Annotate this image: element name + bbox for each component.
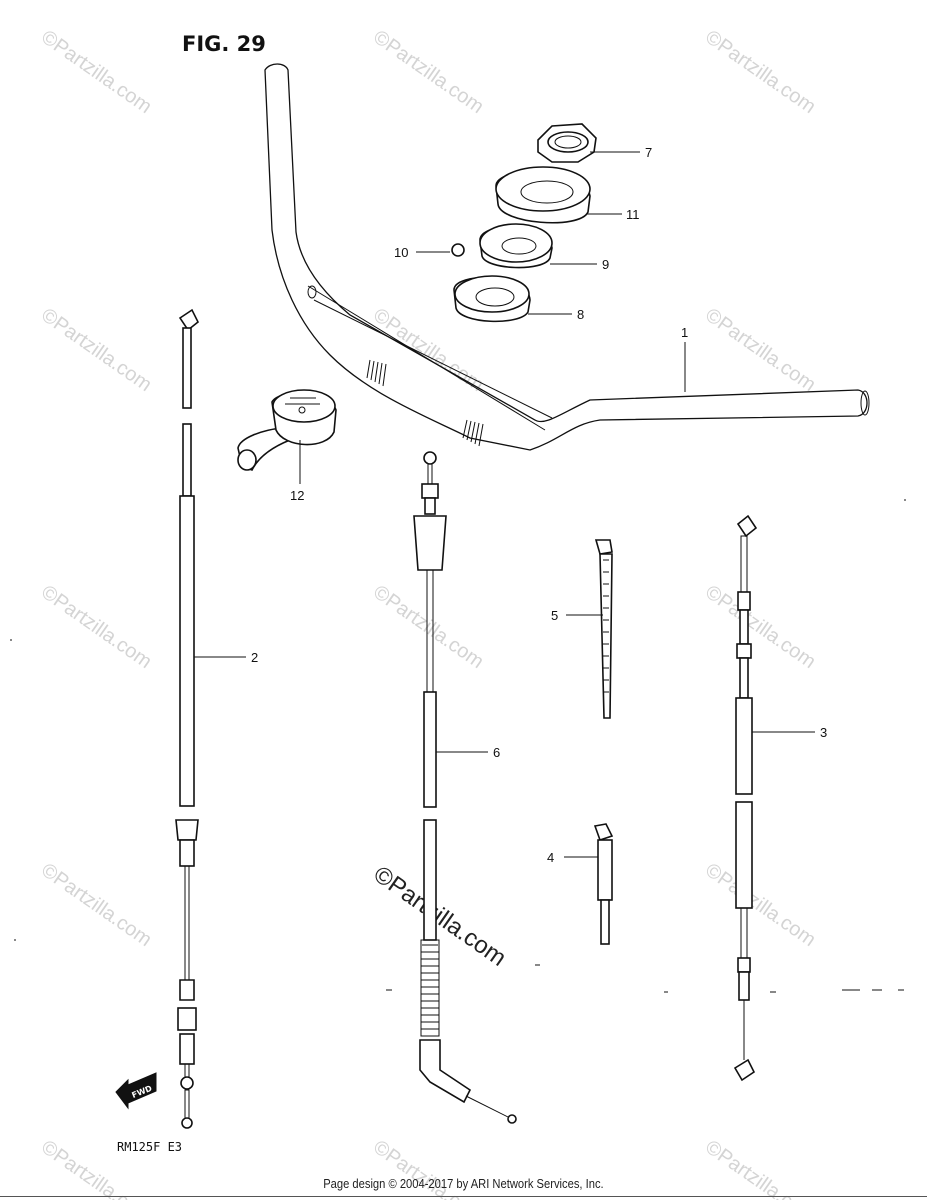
watermark-text: ©Partzilla.com [369, 26, 487, 118]
part-7-nut[interactable] [537, 123, 597, 163]
watermark-layer: ©Partzilla.com ©Partzilla.com ©Partzilla… [37, 26, 819, 1200]
figure-title: FIG. 29 [182, 32, 266, 56]
part-1-handlebar[interactable] [264, 63, 870, 451]
callouts: 1 2 3 4 5 6 7 8 9 10 11 12 [194, 145, 827, 865]
callout-7: 7 [645, 145, 652, 160]
part-3-cable[interactable] [733, 514, 758, 1082]
callout-8: 8 [577, 307, 584, 322]
watermark-text: ©Partzilla.com [37, 581, 155, 673]
callout-2: 2 [251, 650, 258, 665]
watermark-text: ©Partzilla.com [369, 581, 487, 673]
part-12-meter[interactable] [237, 389, 337, 472]
page-footer: Page design © 2004-2017 by ARI Network S… [323, 1176, 604, 1191]
part-9-washer[interactable] [479, 223, 553, 269]
fwd-arrow: FWD [115, 1072, 157, 1110]
watermark-text: ©Partzilla.com [701, 26, 819, 118]
part-10-ball[interactable] [451, 243, 465, 257]
footer-divider [0, 1196, 927, 1197]
callout-5: 5 [551, 608, 558, 623]
part-8-cushion[interactable] [453, 275, 531, 323]
part-11-rubber-cushion[interactable] [495, 166, 591, 224]
model-code: RM125F E3 [117, 1140, 182, 1154]
callout-12: 12 [290, 488, 304, 503]
watermark-text: ©Partzilla.com [701, 304, 819, 396]
watermark-text: ©Partzilla.com [701, 859, 819, 951]
watermark-center: ©Partzilla.com [369, 861, 512, 972]
callout-4: 4 [547, 850, 554, 865]
watermark-text: ©Partzilla.com [701, 581, 819, 673]
part-5-clamp[interactable] [594, 539, 613, 719]
watermark-text: ©Partzilla.com [37, 304, 155, 396]
callout-11: 11 [626, 207, 640, 222]
part-4-clamp[interactable] [593, 823, 614, 945]
callout-1: 1 [681, 325, 688, 340]
part-6-cable[interactable] [413, 451, 517, 1124]
watermark-text: ©Partzilla.com [37, 859, 155, 951]
watermark-text: ©Partzilla.com [37, 26, 155, 118]
callout-10: 10 [394, 245, 408, 260]
scan-marks [10, 499, 906, 993]
handlebar-knurl-left [366, 359, 387, 387]
callout-6: 6 [493, 745, 500, 760]
handlebar-knurl-right [462, 419, 484, 447]
part-2-cable[interactable] [175, 308, 200, 1129]
callout-9: 9 [602, 257, 609, 272]
callout-3: 3 [820, 725, 827, 740]
